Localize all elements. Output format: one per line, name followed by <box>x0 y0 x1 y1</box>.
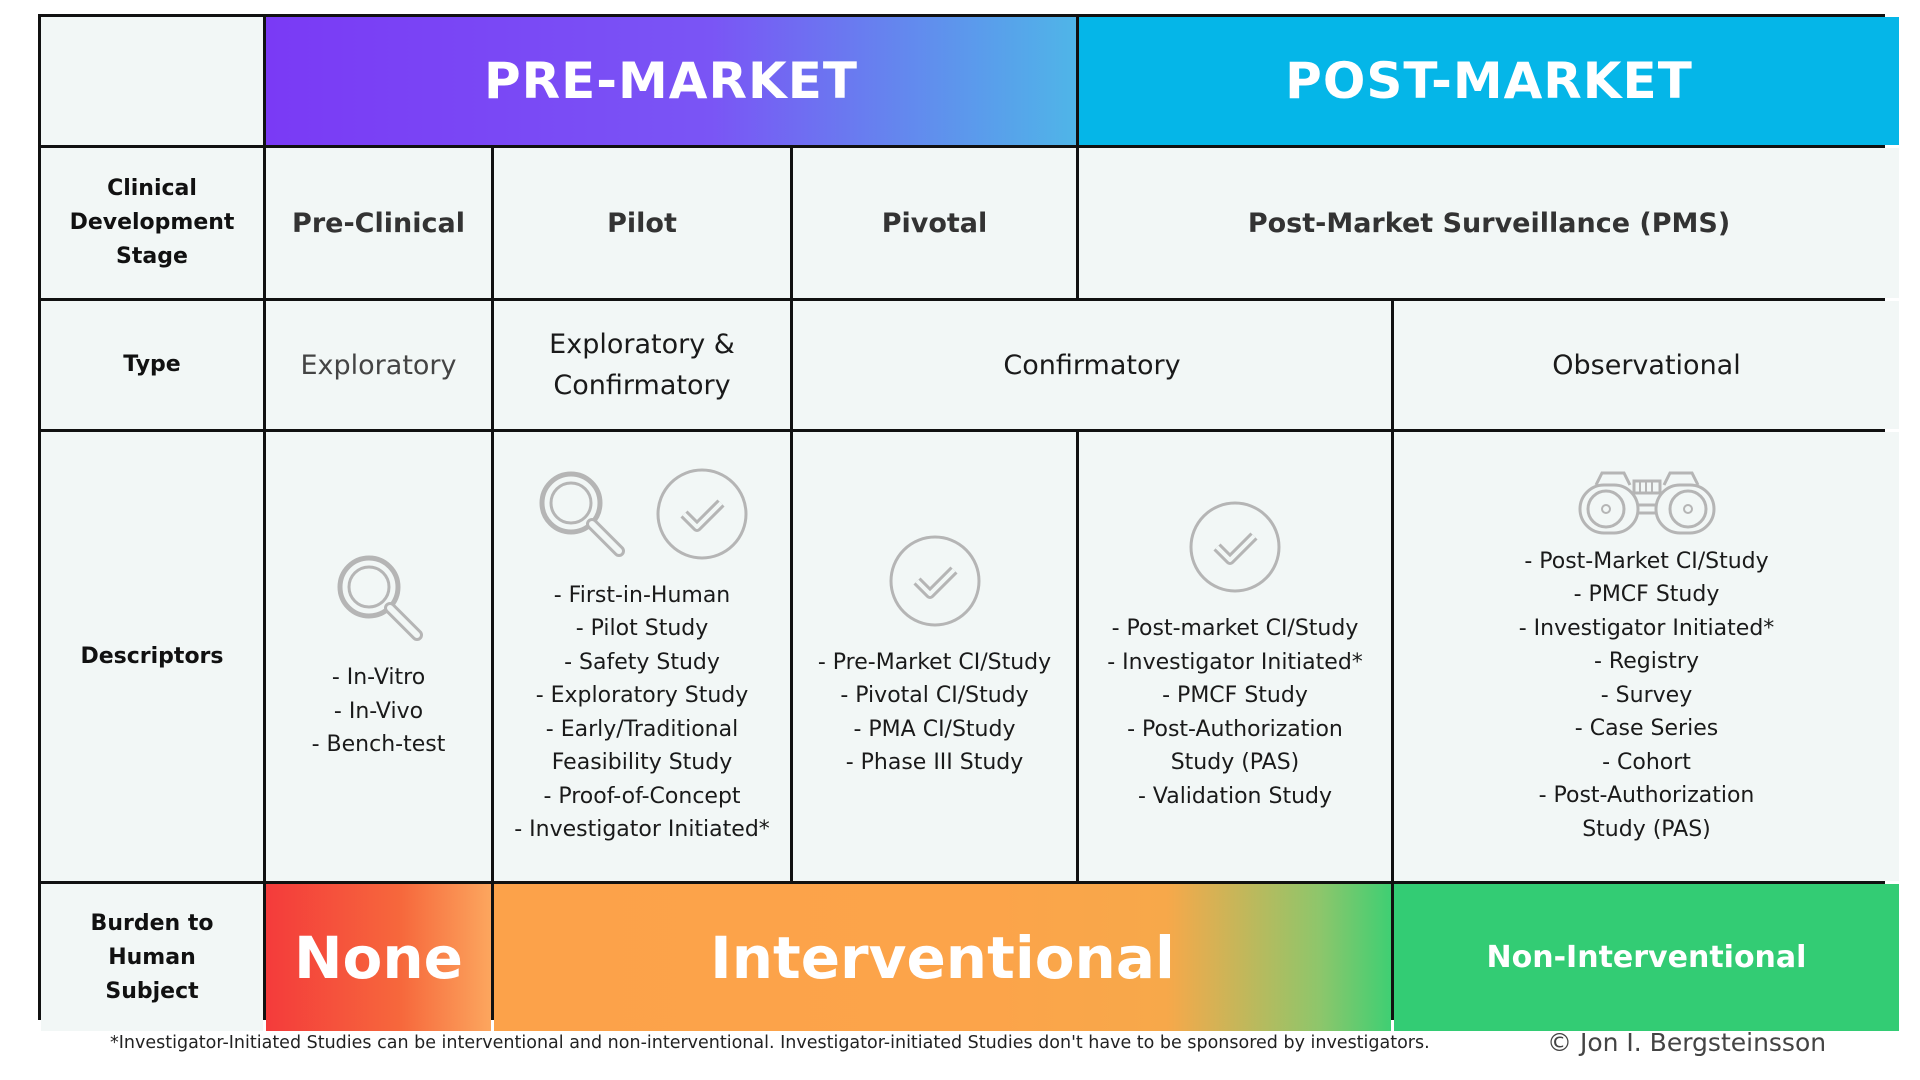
list-item: Study (PAS) <box>1582 816 1711 842</box>
descriptors-pre-clinical-icons <box>333 551 425 643</box>
list-item: - Early/Traditional <box>545 716 739 742</box>
type-exploratory-confirmatory-line-2: Confirmatory <box>553 370 731 401</box>
list-item: - Pilot Study <box>575 616 709 641</box>
clinical-study-table: PRE-MARKET POST-MARKET Clinical Developm… <box>38 14 1899 1031</box>
list-item: - Validation Study <box>1137 783 1333 809</box>
list-item: - Investigator Initiated* <box>1107 649 1363 675</box>
list-item: - In-Vivo <box>333 698 424 724</box>
stage-pivotal: Pivotal <box>793 148 1076 298</box>
descriptors-pilot-icons <box>535 467 749 561</box>
list-item: - Pivotal CI/Study <box>840 683 1029 708</box>
list-item: - In-Vitro <box>331 665 426 691</box>
list-item: - First-in-Human <box>553 582 731 608</box>
list-item: - PMA CI/Study <box>853 716 1016 742</box>
list-item: - Safety Study <box>564 649 720 675</box>
descriptors-pivotal: - Pre-Market CI/Study - Pivotal CI/Study… <box>793 432 1076 881</box>
descriptors-post-confirmatory-list: - Post-market CI/Study - Investigator In… <box>1107 612 1363 813</box>
row-label-stage: Clinical Development Stage <box>41 148 263 298</box>
row-label-type: Type <box>41 301 263 429</box>
list-item: - Post-Authorization <box>1538 783 1755 809</box>
copyright: © Jon I. Bergsteinsson <box>1547 1028 1827 1057</box>
descriptors-post-confirmatory: - Post-market CI/Study - Investigator In… <box>1079 432 1391 881</box>
row-label-descriptors: Descriptors <box>41 432 263 881</box>
descriptors-observational: - Post-Market CI/Study - PMCF Study - In… <box>1394 432 1899 881</box>
type-exploratory-confirmatory: Exploratory & Confirmatory <box>494 301 790 429</box>
footnote: *Investigator-Initiated Studies can be i… <box>110 1033 1430 1053</box>
burden-interventional: Interventional <box>494 884 1391 1031</box>
list-item: - Proof-of-Concept <box>543 783 741 809</box>
list-item: - Registry <box>1593 649 1699 675</box>
magnifier-icon <box>535 467 627 561</box>
descriptors-pivotal-list: - Pre-Market CI/Study - Pivotal CI/Study… <box>818 646 1051 780</box>
pre-market-header: PRE-MARKET <box>266 17 1076 145</box>
descriptors-observational-list: - Post-Market CI/Study - PMCF Study - In… <box>1519 545 1775 847</box>
corner-cell <box>41 17 263 145</box>
stage-pre-clinical: Pre-Clinical <box>266 148 491 298</box>
list-item: - PMCF Study <box>1573 582 1720 608</box>
type-exploratory-confirmatory-line-1: Exploratory & <box>549 329 735 360</box>
magnifier-icon <box>333 551 425 643</box>
burden-non-interventional: Non-Interventional <box>1394 884 1899 1031</box>
post-market-header: POST-MARKET <box>1079 17 1899 145</box>
checkmark-circle-icon <box>655 467 749 561</box>
list-item: - Exploratory Study <box>535 683 749 708</box>
list-item: - Post-Authorization <box>1127 716 1343 742</box>
list-item: - Case Series <box>1574 716 1719 742</box>
stage-pms: Post-Market Surveillance (PMS) <box>1079 148 1899 298</box>
binoculars-icon <box>1576 467 1718 537</box>
list-item: - Post-market CI/Study <box>1111 616 1359 641</box>
row-label-stage-text: Clinical Development Stage <box>69 176 235 269</box>
checkmark-circle-icon <box>1188 500 1282 594</box>
type-exploratory: Exploratory <box>266 301 491 429</box>
stage-pilot: Pilot <box>494 148 790 298</box>
row-label-burden: Burden to Human Subject <box>41 884 263 1031</box>
descriptors-pre-clinical: - In-Vitro - In-Vivo - Bench-test <box>266 432 491 881</box>
list-item: Study (PAS) <box>1170 750 1300 775</box>
table-grid: PRE-MARKET POST-MARKET Clinical Developm… <box>38 14 1899 1031</box>
list-item: - Investigator Initiated* <box>1518 615 1775 641</box>
checkmark-circle-icon <box>888 534 982 628</box>
list-item: - Phase III Study <box>845 750 1024 775</box>
list-item: - Pre-Market CI/Study <box>817 649 1052 675</box>
descriptors-pre-clinical-list: - In-Vitro - In-Vivo - Bench-test <box>312 661 446 762</box>
type-confirmatory: Confirmatory <box>793 301 1391 429</box>
type-observational: Observational <box>1394 301 1899 429</box>
list-item: - Bench-test <box>311 732 446 758</box>
list-item: - PMCF Study <box>1162 683 1308 708</box>
descriptors-pilot-list: - First-in-Human - Pilot Study - Safety … <box>514 579 770 847</box>
list-item: - Investigator Initiated* <box>514 817 770 842</box>
list-item: - Cohort <box>1602 749 1691 775</box>
list-item: - Survey <box>1600 682 1693 708</box>
list-item: - Post-Market CI/Study <box>1524 548 1769 574</box>
row-label-burden-text: Burden to Human Subject <box>90 910 214 1004</box>
descriptors-pivotal-icons <box>888 534 982 628</box>
list-item: Feasibility Study <box>551 750 733 775</box>
descriptors-post-confirmatory-icons <box>1188 500 1282 594</box>
descriptors-pilot: - First-in-Human - Pilot Study - Safety … <box>494 432 790 881</box>
descriptors-observational-icons <box>1576 467 1718 537</box>
burden-none: None <box>266 884 491 1031</box>
